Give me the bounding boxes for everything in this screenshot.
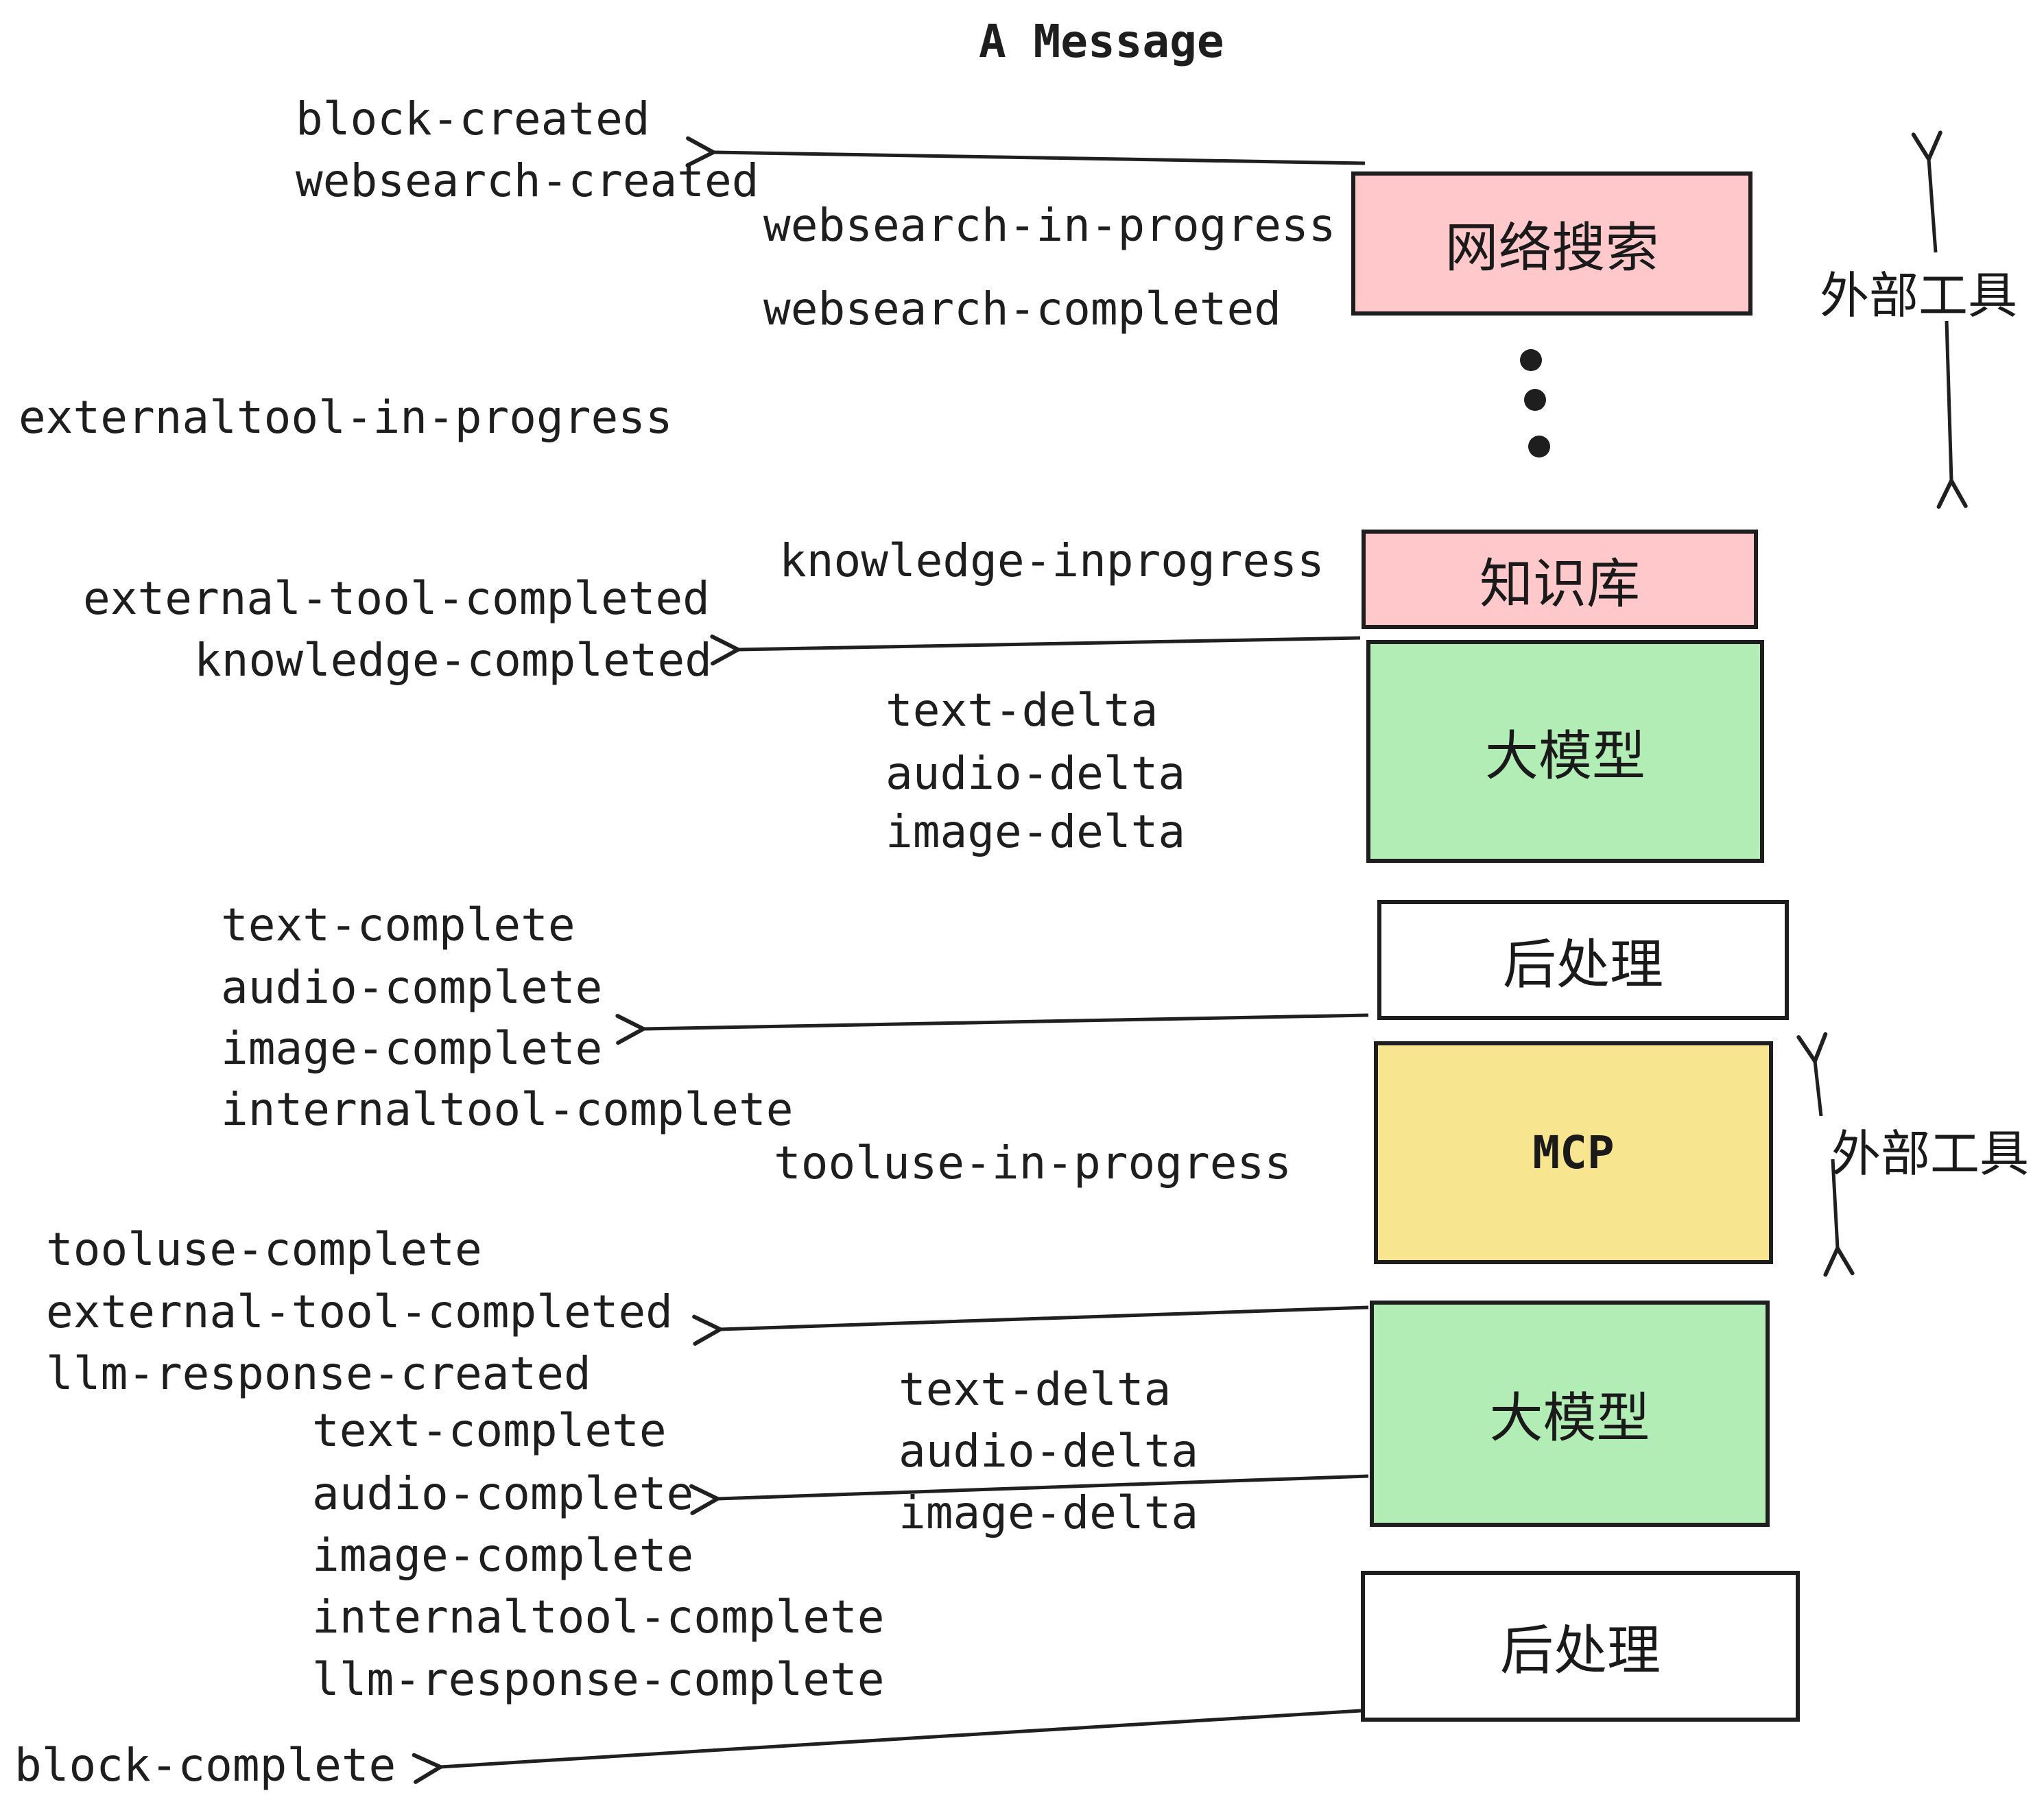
box-postprocess-1: 后处理 xyxy=(1377,900,1789,1020)
event-image-delta-1: image-delta xyxy=(886,805,1186,858)
event-audio-delta-2: audio-delta xyxy=(899,1425,1199,1477)
arrow-image-complete xyxy=(615,1013,1369,1045)
event-text-complete-1: text-complete xyxy=(221,899,575,951)
event-websearch-completed: websearch-completed xyxy=(763,283,1281,335)
external-tools-label-mid: 外部工具 xyxy=(1831,1127,2030,1182)
event-image-complete-2: image-complete xyxy=(312,1529,694,1582)
event-websearch-in-progress: websearch-in-progress xyxy=(763,199,1336,252)
event-block-complete: block-complete xyxy=(14,1739,396,1792)
external-tool-up-arrow-top xyxy=(1911,130,1942,253)
ellipsis-dots-icon xyxy=(1520,349,1550,458)
event-text-delta-1: text-delta xyxy=(886,684,1158,737)
event-audio-complete-1: audio-complete xyxy=(221,961,603,1014)
event-image-complete-1: image-complete xyxy=(221,1022,603,1075)
box-postprocess-1-label: 后处理 xyxy=(1502,934,1663,995)
external-tools-label-top: 外部工具 xyxy=(1820,269,2018,324)
box-websearch: 网络搜索 xyxy=(1351,171,1752,316)
event-knowledge-inprogress: knowledge-inprogress xyxy=(779,534,1324,587)
event-llm-response-created: llm-response-created xyxy=(46,1347,591,1400)
event-image-delta-2: image-delta xyxy=(899,1486,1199,1539)
arrow-knowledge-completed xyxy=(710,634,1361,666)
event-llm-response-complete: llm-response-complete xyxy=(312,1653,885,1706)
box-llm-1: 大模型 xyxy=(1366,640,1764,863)
external-tool-up-arrow-mid xyxy=(1796,1032,1828,1117)
box-postprocess-2: 后处理 xyxy=(1361,1571,1800,1722)
arrow-block-complete xyxy=(412,1709,1362,1784)
event-external-tool-completed-1: external-tool-completed xyxy=(83,572,710,625)
box-llm-1-label: 大模型 xyxy=(1484,725,1645,786)
event-websearch-created: websearch-created xyxy=(296,154,759,207)
box-llm-2: 大模型 xyxy=(1370,1301,1770,1527)
box-knowledge: 知识库 xyxy=(1362,530,1758,629)
box-knowledge-label: 知识库 xyxy=(1479,553,1640,614)
event-text-delta-2: text-delta xyxy=(899,1363,1172,1416)
event-internaltool-complete-2: internaltool-complete xyxy=(312,1591,885,1643)
event-tooluse-complete: tooluse-complete xyxy=(46,1223,482,1276)
box-mcp: MCP xyxy=(1374,1041,1773,1264)
event-audio-complete-2: audio-complete xyxy=(312,1467,694,1520)
event-internaltool-complete-1: internaltool-complete xyxy=(221,1083,794,1136)
event-knowledge-completed: knowledge-completed xyxy=(194,634,712,687)
event-audio-delta-1: audio-delta xyxy=(886,747,1186,800)
box-websearch-label: 网络搜索 xyxy=(1445,217,1659,278)
arrow-websearch-created xyxy=(685,136,1366,167)
event-externaltool-in-progress: externaltool-in-progress xyxy=(19,391,673,444)
event-tooluse-in-progress: tooluse-in-progress xyxy=(774,1137,1292,1189)
page-title: A Message xyxy=(979,15,1224,68)
external-tool-down-arrow-top xyxy=(1936,320,1968,509)
box-postprocess-2-label: 后处理 xyxy=(1499,1620,1661,1681)
box-mcp-label: MCP xyxy=(1532,1126,1615,1179)
event-external-tool-completed-2: external-tool-completed xyxy=(46,1285,673,1338)
box-llm-2-label: 大模型 xyxy=(1489,1388,1650,1448)
event-block-created: block-created xyxy=(296,93,650,145)
event-text-complete-2: text-complete xyxy=(312,1404,667,1457)
arrow-tooluse-complete xyxy=(692,1305,1369,1346)
